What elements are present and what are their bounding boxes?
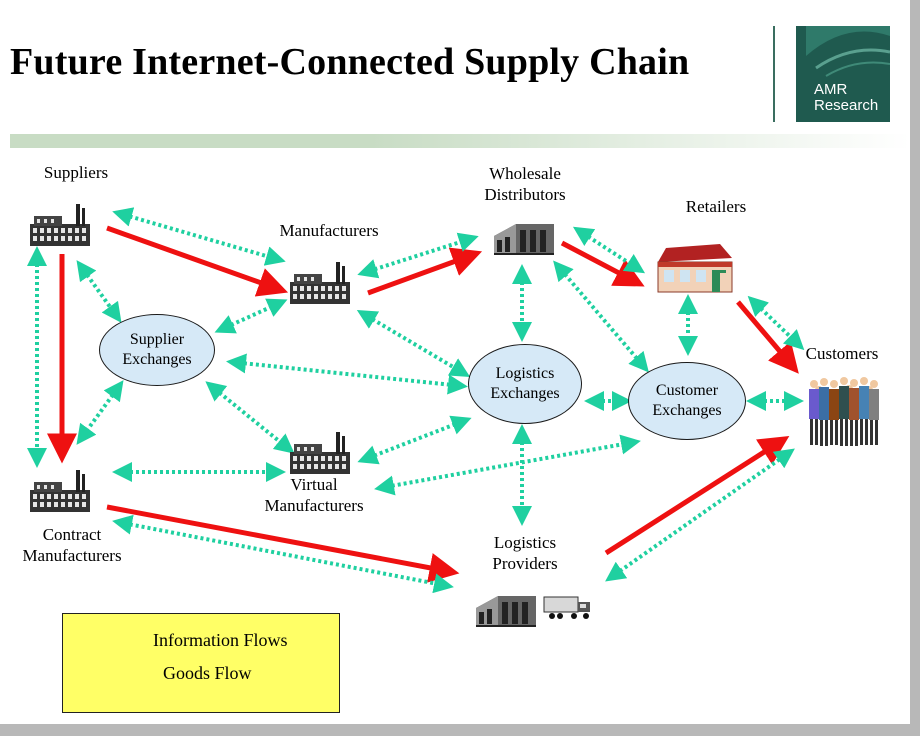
info-arrow-virtual-customer-exchanges <box>374 434 641 496</box>
goods-arrow-logistics-customers <box>604 435 790 556</box>
info-arrow-wholesale-retailers <box>572 226 646 274</box>
info-arrow-manufacturers-logistics-exchanges <box>356 309 471 378</box>
goods-arrow-wholesale-retailers <box>560 240 645 287</box>
logistics-exchanges-line1: Logistics <box>495 365 555 382</box>
info-arrow-manufacturers-wholesale <box>357 232 479 279</box>
legend-information-label: Information Flows <box>153 630 288 650</box>
info-arrow-contract-logistics-providers <box>112 514 454 594</box>
customers-label: Customers <box>805 344 879 363</box>
virtual-line1: Virtual <box>290 475 338 494</box>
goods-arrow-suppliers-manufacturers <box>106 225 289 297</box>
people-icon <box>809 377 879 446</box>
factory-icon <box>290 262 350 304</box>
info-arrow-retailers-customers <box>747 295 805 351</box>
logo-swoosh-icon <box>806 26 890 77</box>
retailers-label: Retailers <box>685 197 747 216</box>
store-icon <box>657 244 733 293</box>
logo-line1: AMR <box>814 81 848 98</box>
wholesale-line2: Distributors <box>484 185 566 204</box>
factory-icon <box>30 470 90 512</box>
factory-icon <box>290 432 350 474</box>
warehouse-icon <box>493 223 555 255</box>
goods-arrow-contract-logistics <box>106 504 460 583</box>
info-arrow-virtual-logistics-exchanges <box>357 415 472 465</box>
logistics-exchanges-line2: Exchanges <box>490 385 560 402</box>
truck-icon <box>543 596 590 619</box>
contract-line1: Contract <box>42 525 102 544</box>
logo-divider <box>773 26 775 122</box>
logistics-providers-line2: Providers <box>492 554 558 573</box>
info-arrow-supplier-exchanges-manufacturers <box>214 298 288 334</box>
factory-icon <box>30 204 90 246</box>
virtual-line2: Manufacturers <box>264 496 364 515</box>
info-arrow-wholesale-customer-exchanges <box>553 260 649 373</box>
supplier-exchanges-line1: Supplier <box>129 331 185 348</box>
goods-arrow-manufacturers-wholesale <box>367 247 483 296</box>
suppliers-label: Suppliers <box>43 163 109 182</box>
customer-exchanges-line2: Exchanges <box>652 402 722 419</box>
contract-line2: Manufacturers <box>22 546 122 565</box>
info-arrow-logistics-providers-customers <box>605 448 795 582</box>
manufacturers-label: Manufacturers <box>279 221 379 240</box>
info-arrow-suppliers-supplier-exchanges <box>76 260 122 323</box>
logo-line2: Research <box>814 97 879 114</box>
legend: Information Flows Goods Flow <box>62 613 340 713</box>
title-band <box>10 134 910 148</box>
amr-research-logo: AMR Research <box>796 26 890 122</box>
customer-exchanges-line1: Customer <box>655 382 719 399</box>
information-flows <box>27 207 805 594</box>
logistics-providers-line1: Logistics <box>493 533 557 552</box>
info-arrow-supplier-logistics-exchanges <box>226 353 468 395</box>
supplier-exchanges-line2: Exchanges <box>122 351 192 368</box>
warehouse-icon <box>475 595 537 627</box>
wholesale-line1: Wholesale <box>489 164 561 183</box>
info-arrow-suppliers-manufacturers <box>112 207 286 266</box>
page-title: Future Internet-Connected Supply Chain <box>10 41 690 83</box>
info-arrow-supplier-exchanges-virtual <box>205 381 295 454</box>
info-arrow-supplier-exchanges-contract <box>76 380 124 445</box>
legend-goods-label: Goods Flow <box>163 663 252 683</box>
